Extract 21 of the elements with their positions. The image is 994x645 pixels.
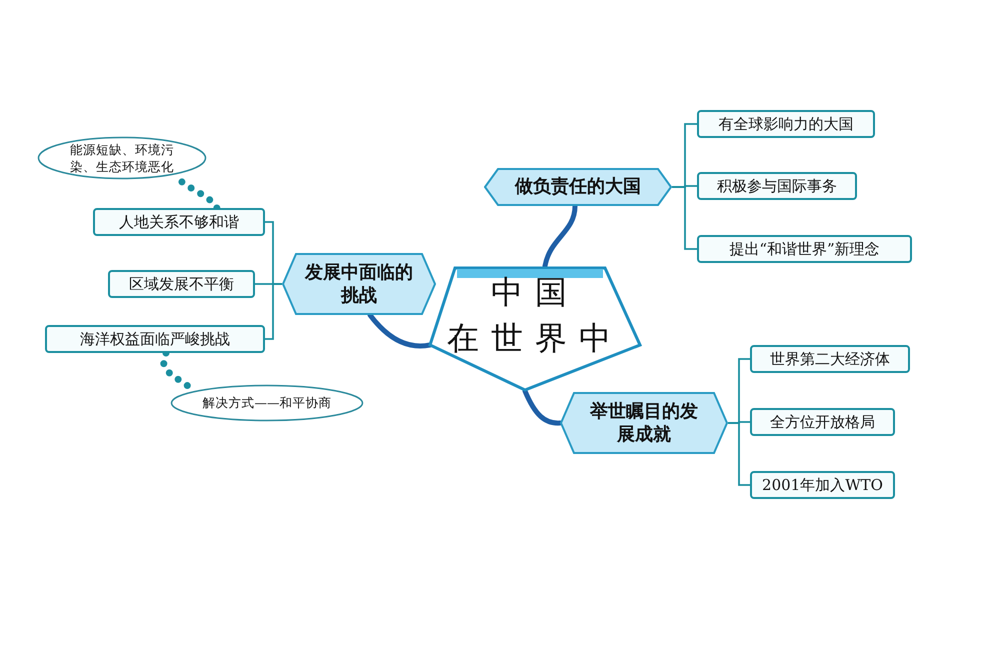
topic-box: 积极参与国际事务: [697, 172, 857, 200]
connector: [728, 422, 750, 486]
connector: [522, 388, 562, 426]
topic-box: 全方位开放格局: [750, 408, 895, 436]
hexagon-node: 发展中面临的挑战: [282, 253, 436, 315]
topic-box: 2001年加入WTO: [750, 471, 895, 499]
topic-box: 人地关系不够和谐: [93, 208, 265, 236]
connector: [265, 283, 282, 340]
connector: [672, 186, 697, 250]
topic-box: 海洋权益面临严峻挑战: [45, 325, 265, 353]
thought-bubble: 能源短缺、环境污染、生态环境恶化: [37, 136, 207, 180]
hexagon-node: 做负责任的大国: [484, 168, 672, 206]
pentagon-node: 中国在世界中: [428, 266, 642, 392]
thought-bubble: 解决方式——和平协商: [170, 384, 364, 422]
topic-box: 区域发展不平衡: [108, 270, 255, 298]
connector: [542, 204, 578, 268]
topic-box: 有全球影响力的大国: [697, 110, 875, 138]
topic-box: 提出“和谐世界”新理念: [697, 235, 912, 263]
connector: [368, 312, 432, 348]
topic-box: 世界第二大经济体: [750, 345, 910, 373]
hexagon-node: 举世瞩目的发展成就: [560, 392, 728, 454]
